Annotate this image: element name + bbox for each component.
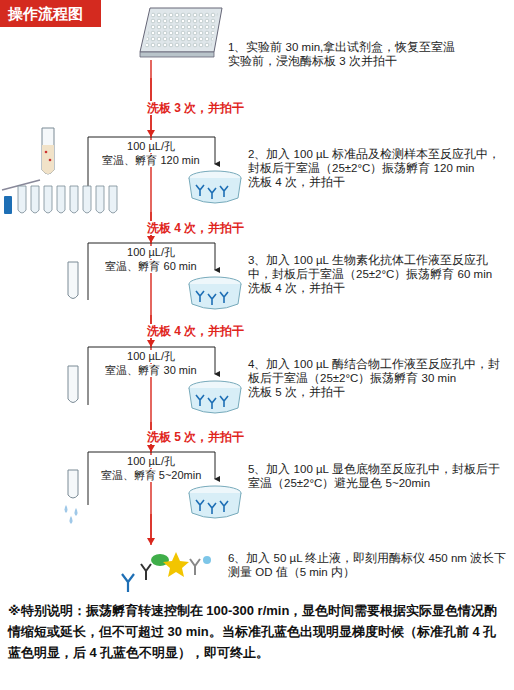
volume-label: 100 µL/孔 [125,350,177,363]
step-text: 2、加入 100 µL 标准品及检测样本至反应孔中，封板后于室温（25±2°C）… [248,147,510,175]
step-text: 4、加入 100 µL 酶结合物工作液至反应孔中，封板后于室温（25±2°C）振… [248,357,510,385]
reagent-tube [68,262,78,498]
flow-arrow [147,514,155,545]
process-step: 100 µL/孔室温、孵育 120 min 2、加入 100 µL 标准品及检测样… [85,137,510,212]
tube [83,186,91,213]
tube [18,186,26,213]
step-text: 3、加入 100 µL 生物素化抗体工作液至反应孔中，封板后于室温（25±2°C… [248,253,510,281]
tube [70,186,78,213]
volume-label: 100 µL/孔 [125,246,177,259]
tube [44,186,52,213]
detection-illustration [122,552,211,592]
reaction-dish [189,381,241,413]
step-text: 洗板 5 次，并拍干 [248,385,510,399]
volume-label: 100 µL/孔 [125,455,177,468]
wash-label: 洗板 3 次，并拍干 [145,101,246,115]
step-text: 1、实验前 30 min,拿出试剂盒，恢复至室温 [228,40,510,54]
title-banner: 操作流程图 [0,0,101,27]
step-text: 实验前，浸泡酶标板 3 次并拍干 [228,54,510,68]
step-text: 6、加入 50 µL 终止液，即刻用酶标仪 450 nm 波长下测量 OD 值（… [228,551,508,579]
reaction-dish [189,171,241,203]
note-text: ※特别说明：振荡孵育转速控制在 100-300 r/min，显色时间需要根据实际… [8,600,506,663]
process-step: 100 µL/孔室温、孵育 5~20min 5、加入 100 µL 显色底物至反应… [85,452,510,514]
wash-label: 洗板 4 次，并拍干 [145,221,246,235]
tube [109,186,117,213]
volume-label: 室温、孵育 120 min [100,154,201,167]
step-text: 洗板 4 次，并拍干 [248,175,510,189]
reaction-dish [189,486,241,518]
process-step: 100 µL/孔室温、孵育 30 min 4、加入 100 µL 酶结合物工作液至… [85,347,510,422]
volume-label: 室温、孵育 5~20min [99,469,204,482]
tube [96,186,104,213]
step-text: 5、加入 100 µL 显色底物至反应孔中，封板后于室温（25±2°C）避光显色… [248,462,510,490]
volume-label: 室温、孵育 60 min [103,260,198,273]
reaction-dish [189,277,241,309]
sample-tubes [2,128,54,214]
tube [57,186,65,213]
droplets [65,505,78,524]
tube [31,186,39,213]
volume-label: 100 µL/孔 [125,140,177,153]
wash-label: 洗板 4 次，并拍干 [145,324,246,338]
process-step: 1、实验前 30 min,拿出试剂盒，恢复至室温实验前，浸泡酶标板 3 次并拍干 [110,8,510,78]
wash-label: 洗板 5 次，并拍干 [145,430,246,444]
process-step: 100 µL/孔室温、孵育 60 min 3、加入 100 µL 生物素化抗体工作… [85,243,510,315]
step-text: 洗板 4 次，并拍干 [248,281,510,295]
volume-label: 室温、孵育 30 min [103,364,198,377]
elisa-plate [140,8,222,57]
process-step: 6、加入 50 µL 终止液，即刻用酶标仪 450 nm 波长下测量 OD 值（… [85,545,510,590]
